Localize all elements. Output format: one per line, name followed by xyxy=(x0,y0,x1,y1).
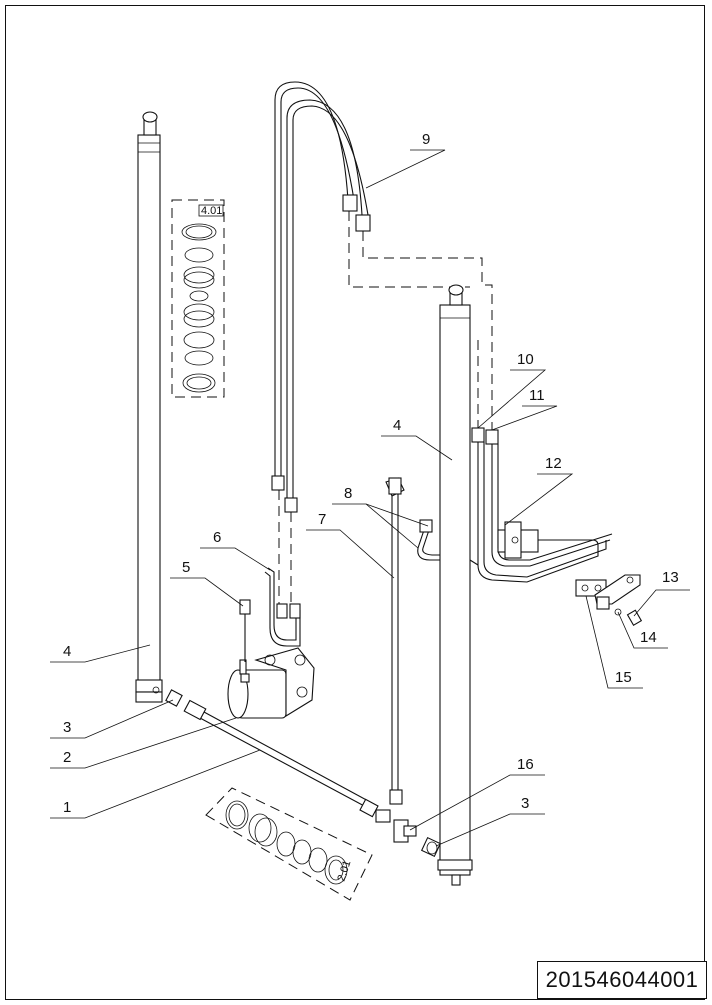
callout-3-left: 3 xyxy=(63,719,71,736)
callout-15: 15 xyxy=(615,669,632,686)
callout-13: 13 xyxy=(662,569,679,586)
pipe-12 xyxy=(477,442,613,597)
callout-7: 7 xyxy=(318,511,326,528)
callout-1: 1 xyxy=(63,799,71,816)
callout-11: 11 xyxy=(529,387,545,404)
seal-kit-201 xyxy=(205,787,373,901)
pump-unit xyxy=(227,647,315,719)
kit-label-201: 2.01 xyxy=(335,859,353,883)
callout-12: 12 xyxy=(545,455,562,472)
fittings-10-11 xyxy=(471,427,499,445)
hose-9 xyxy=(271,81,371,513)
callout-14: 14 xyxy=(640,629,657,646)
drawing-number: 201546044001 xyxy=(537,961,707,999)
callout-2: 2 xyxy=(63,749,71,766)
hose-7 xyxy=(385,477,405,805)
callout-10: 10 xyxy=(517,351,534,368)
pipe-8 xyxy=(417,519,479,566)
seal-kit-401 xyxy=(171,199,225,398)
bracket-15 xyxy=(594,574,643,626)
connection-lines xyxy=(278,211,493,605)
callout-3-right: 3 xyxy=(521,795,529,812)
part-5-and-6 xyxy=(239,567,301,662)
callout-9: 9 xyxy=(422,131,430,148)
right-cylinder xyxy=(437,284,473,886)
callout-16: 16 xyxy=(517,756,534,773)
callout-8: 8 xyxy=(344,485,352,502)
tee-fitting-16 xyxy=(375,809,417,843)
callout-5: 5 xyxy=(182,559,190,576)
fitting-3-right xyxy=(420,836,442,858)
callout-4-right: 4 xyxy=(393,417,401,434)
drawing-frame xyxy=(5,5,705,1000)
hose-1 xyxy=(165,689,379,818)
callout-6: 6 xyxy=(213,529,221,546)
leader-lines xyxy=(50,149,690,847)
callout-labels: 1 2 3 3 4 4 5 6 7 8 9 10 11 12 13 14 15 … xyxy=(63,131,679,883)
kit-label-401: 4.01 xyxy=(201,205,222,217)
left-cylinder xyxy=(135,111,163,703)
callout-4-left: 4 xyxy=(63,643,71,660)
